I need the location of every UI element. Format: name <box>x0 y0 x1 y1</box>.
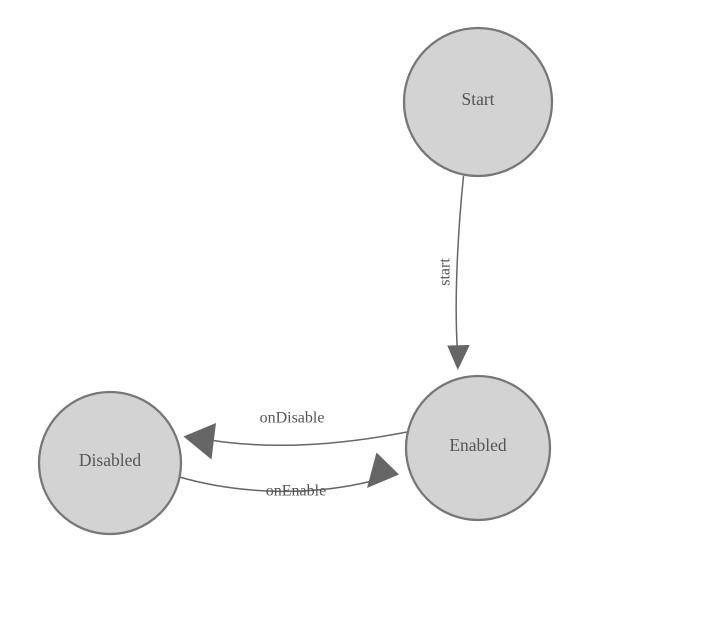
node-start[interactable]: Start <box>402 26 554 178</box>
edge-line-disabled-to-enabled <box>175 475 373 493</box>
edge-start-to-enabled[interactable]: start <box>437 175 470 370</box>
node-circle-start <box>402 26 554 178</box>
edge-label-onenable: onEnable <box>266 483 326 500</box>
edge-enabled-to-disabled[interactable]: onDisable <box>183 410 408 460</box>
edge-label-start: start <box>437 258 454 286</box>
node-circle-disabled <box>37 390 183 536</box>
edge-label-ondisable: onDisable <box>260 410 325 427</box>
edge-line-enabled-to-disabled <box>209 431 408 447</box>
node-circle-enabled <box>404 374 552 522</box>
edge-disabled-to-enabled[interactable]: onEnable <box>175 452 399 500</box>
node-label-disabled: Disabled <box>79 450 141 470</box>
node-label-start: Start <box>461 89 494 109</box>
node-disabled[interactable]: Disabled <box>37 390 183 536</box>
arrowhead-icon-start-to-enabled <box>447 345 470 370</box>
arrowhead-icon-disabled-to-enabled <box>367 452 399 488</box>
node-enabled[interactable]: Enabled <box>404 374 552 522</box>
arrowhead-icon-enabled-to-disabled <box>183 423 216 460</box>
edge-line-start-to-enabled <box>455 175 465 353</box>
node-label-enabled: Enabled <box>449 435 507 455</box>
